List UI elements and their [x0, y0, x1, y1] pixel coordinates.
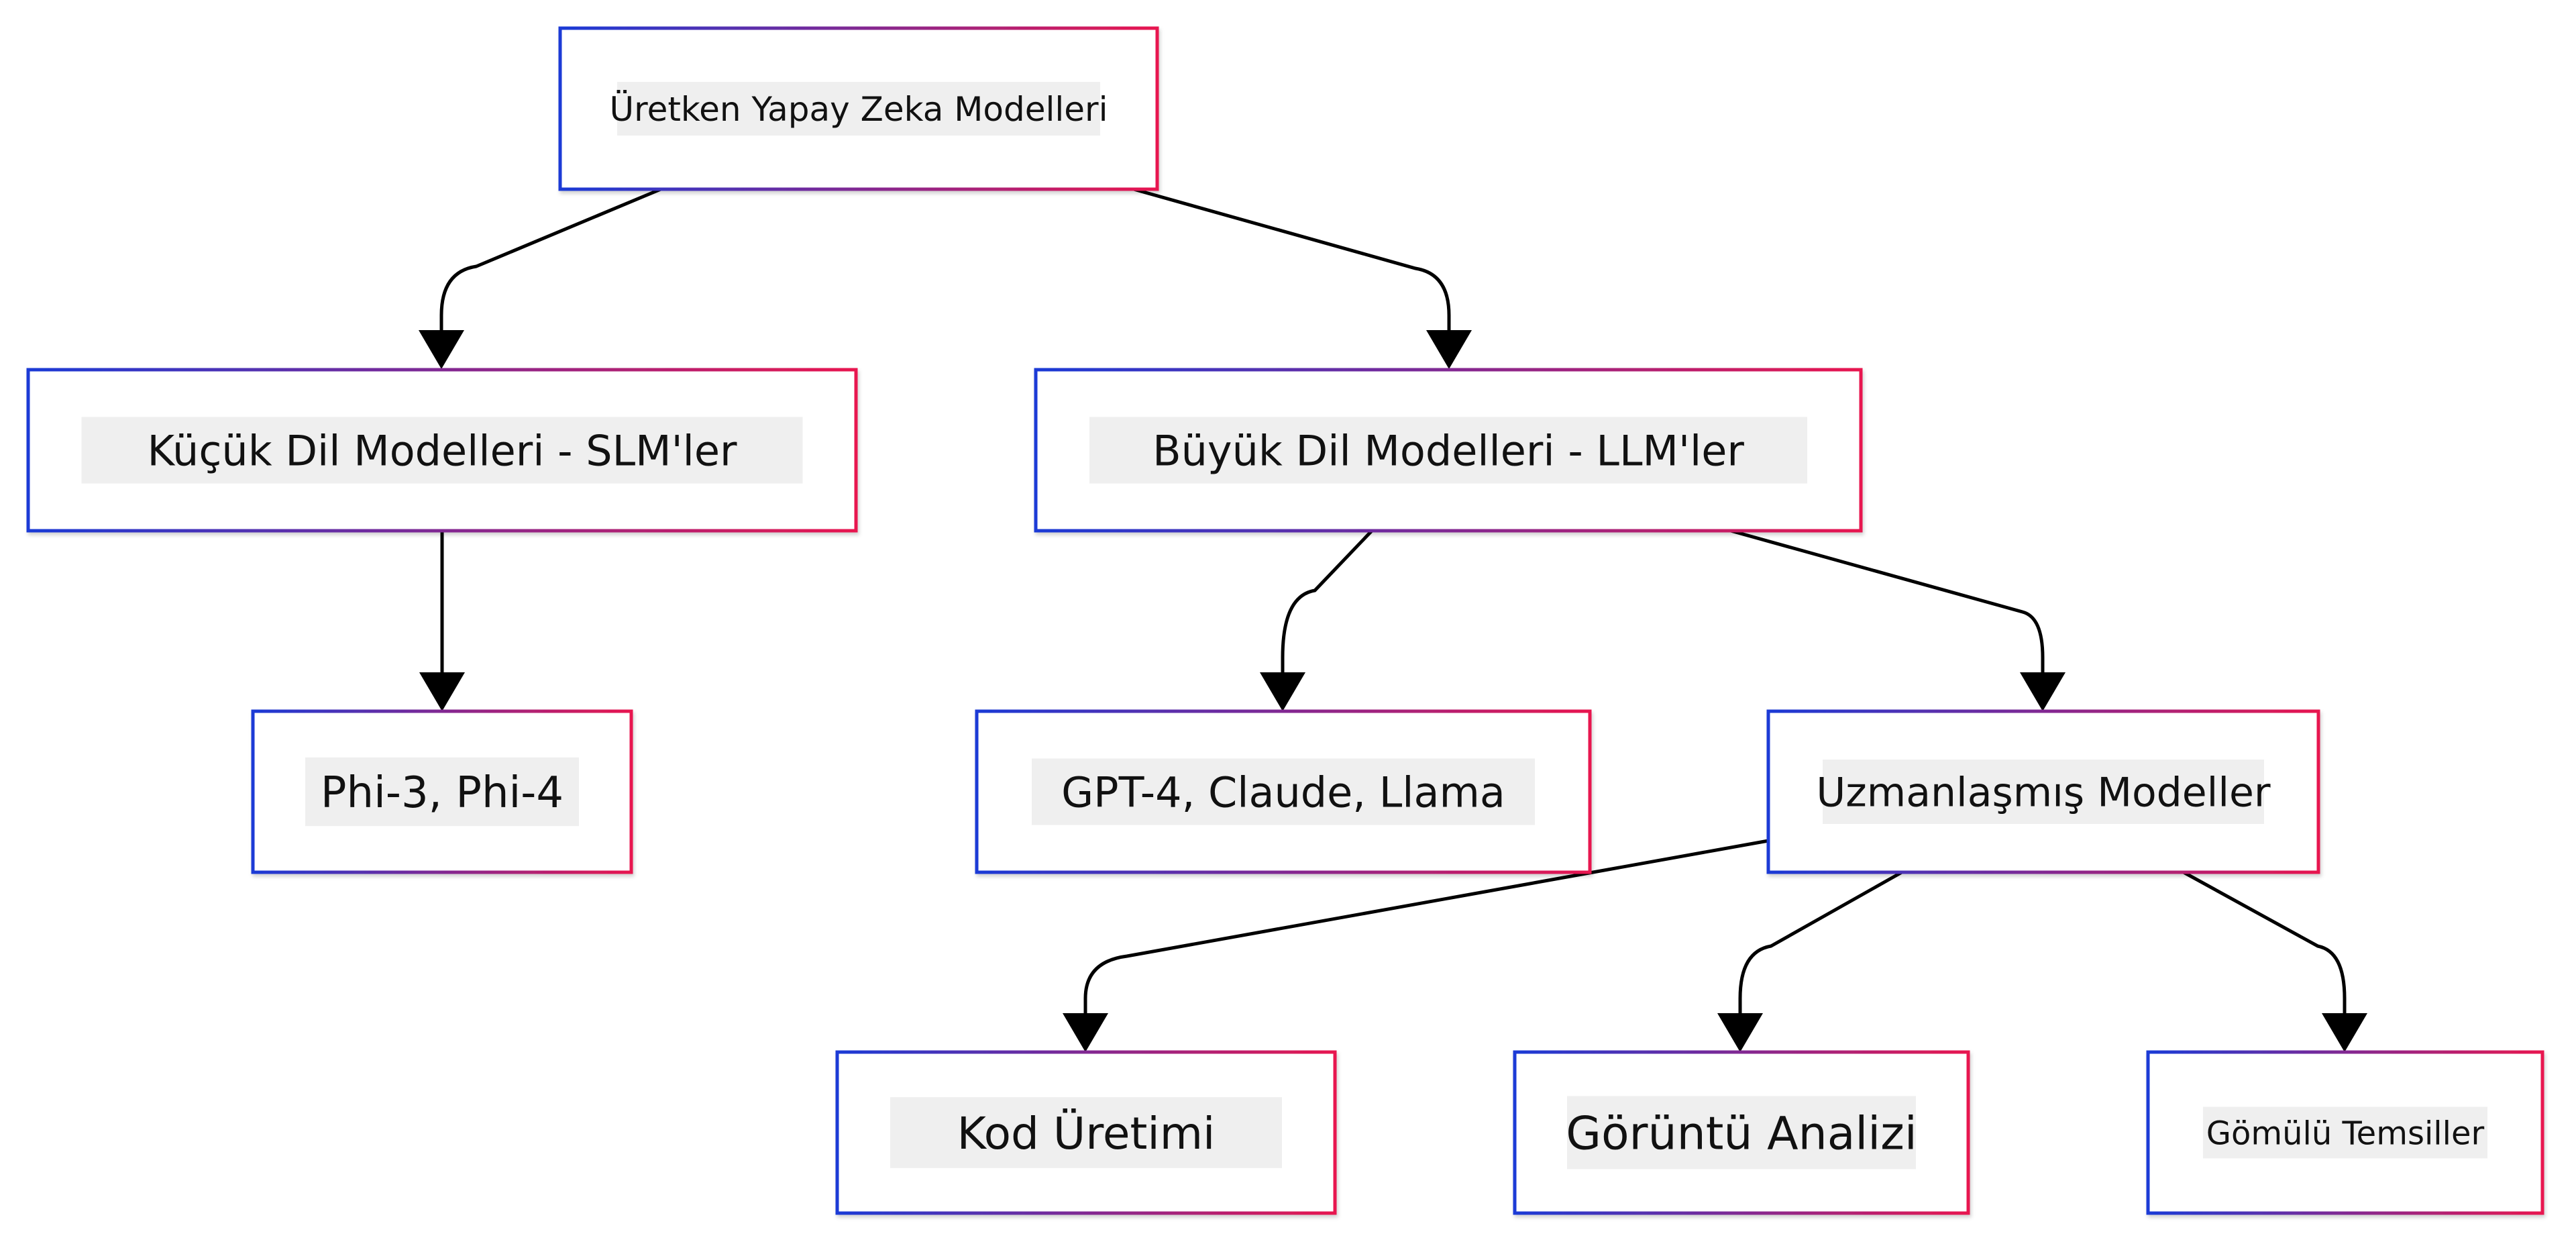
node-label: Küçük Dil Modelleri - SLM'ler — [147, 426, 737, 475]
node-gpt: GPT-4, Claude, Llama — [975, 709, 1592, 874]
node-label-background — [1032, 758, 1535, 825]
edge-line — [1730, 529, 2045, 678]
arrowhead-icon — [419, 672, 465, 711]
edge-specialized-code — [1063, 839, 1769, 1052]
arrowhead-icon — [419, 330, 464, 369]
edge-line — [1133, 187, 1451, 335]
node-label: Gömülü Temsiller — [2206, 1114, 2485, 1152]
node-label-background — [1823, 760, 2264, 824]
edges-layer — [419, 187, 2367, 1052]
edge-root-llm — [1133, 187, 1472, 369]
arrowhead-icon — [2020, 672, 2065, 711]
node-label-background — [1089, 417, 1807, 484]
node-label: Uzmanlaşmış Modeller — [1816, 770, 2271, 817]
edge-llm-specialized — [1730, 529, 2065, 711]
arrowhead-icon — [2322, 1013, 2367, 1052]
edge-line — [1281, 529, 1373, 678]
arrowhead-icon — [1426, 330, 1472, 369]
node-root: Üretken Yapay Zeka Modelleri — [558, 26, 1159, 191]
node-label-background — [617, 82, 1100, 136]
edge-line — [1083, 839, 1769, 1019]
node-label: Görüntü Analizi — [1566, 1107, 1917, 1160]
node-label-background — [81, 417, 803, 484]
node-label-background — [1567, 1096, 1916, 1170]
arrowhead-icon — [1063, 1013, 1108, 1052]
node-embed: Gömülü Temsiller — [2146, 1050, 2544, 1215]
node-specialized: Uzmanlaşmış Modeller — [1766, 709, 2320, 874]
edge-root-slm — [419, 187, 661, 369]
arrowhead-icon — [1260, 672, 1305, 711]
edge-specialized-embed — [2182, 870, 2367, 1052]
edge-line — [439, 187, 661, 335]
edge-slm-phi — [419, 531, 465, 711]
node-label-background — [2203, 1106, 2487, 1159]
node-llm: Büyük Dil Modelleri - LLM'ler — [1034, 368, 1863, 533]
node-phi: Phi-3, Phi-4 — [251, 709, 633, 874]
node-label: GPT-4, Claude, Llama — [1061, 768, 1505, 817]
node-label-background — [305, 757, 579, 827]
node-label: Üretken Yapay Zeka Modelleri — [610, 90, 1108, 129]
arrowhead-icon — [1717, 1013, 1763, 1052]
node-label-background — [890, 1097, 1282, 1168]
node-vision: Görüntü Analizi — [1513, 1050, 1970, 1215]
node-slm: Küçük Dil Modelleri - SLM'ler — [26, 368, 858, 533]
node-label: Phi-3, Phi-4 — [321, 768, 564, 818]
edge-line — [1738, 870, 1903, 1019]
node-label: Büyük Dil Modelleri - LLM'ler — [1152, 426, 1744, 475]
edge-llm-gpt — [1260, 529, 1373, 711]
edge-line — [2182, 870, 2347, 1019]
node-label: Kod Üretimi — [957, 1108, 1216, 1159]
node-code: Kod Üretimi — [835, 1050, 1337, 1215]
edge-specialized-vision — [1717, 870, 1903, 1052]
